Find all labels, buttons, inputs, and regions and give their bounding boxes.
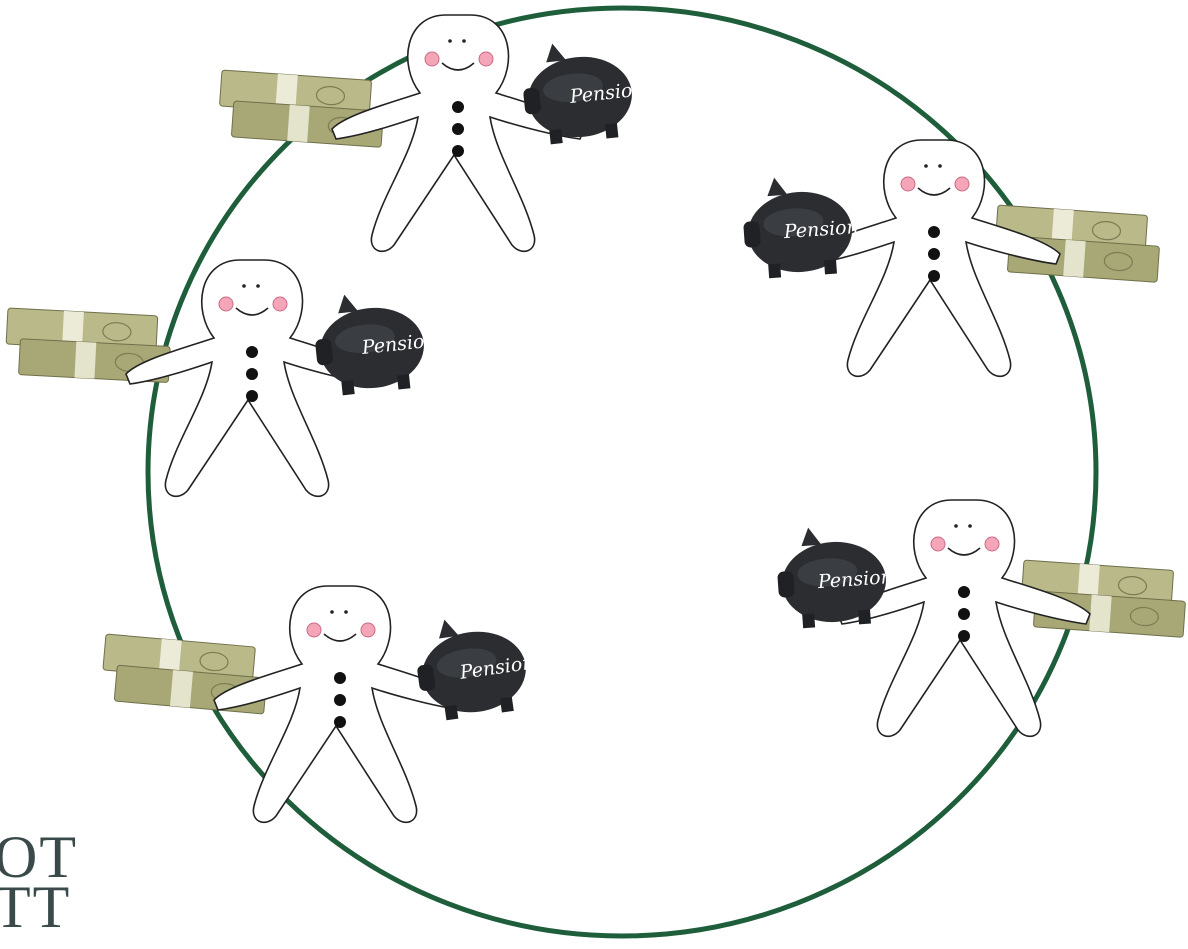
- company-logo: OT TT: [0, 824, 78, 940]
- piggy-label: Pension: [816, 566, 893, 593]
- logo-line-1: OT: [0, 824, 78, 890]
- logo-line-2: TT: [0, 874, 72, 940]
- person-right-bottom: Pension: [774, 499, 1188, 738]
- person-bottom-left: Pension: [99, 585, 536, 824]
- piggy-label: Pension: [782, 216, 859, 243]
- person-top: Pension: [216, 14, 646, 253]
- person-icon: [837, 499, 1091, 738]
- group-circle: [145, 5, 1099, 939]
- person-right-top: Pension: [740, 139, 1163, 378]
- person-icon: [807, 139, 1061, 378]
- person-left: Pension: [3, 259, 438, 498]
- money-stack-icon: [216, 69, 387, 148]
